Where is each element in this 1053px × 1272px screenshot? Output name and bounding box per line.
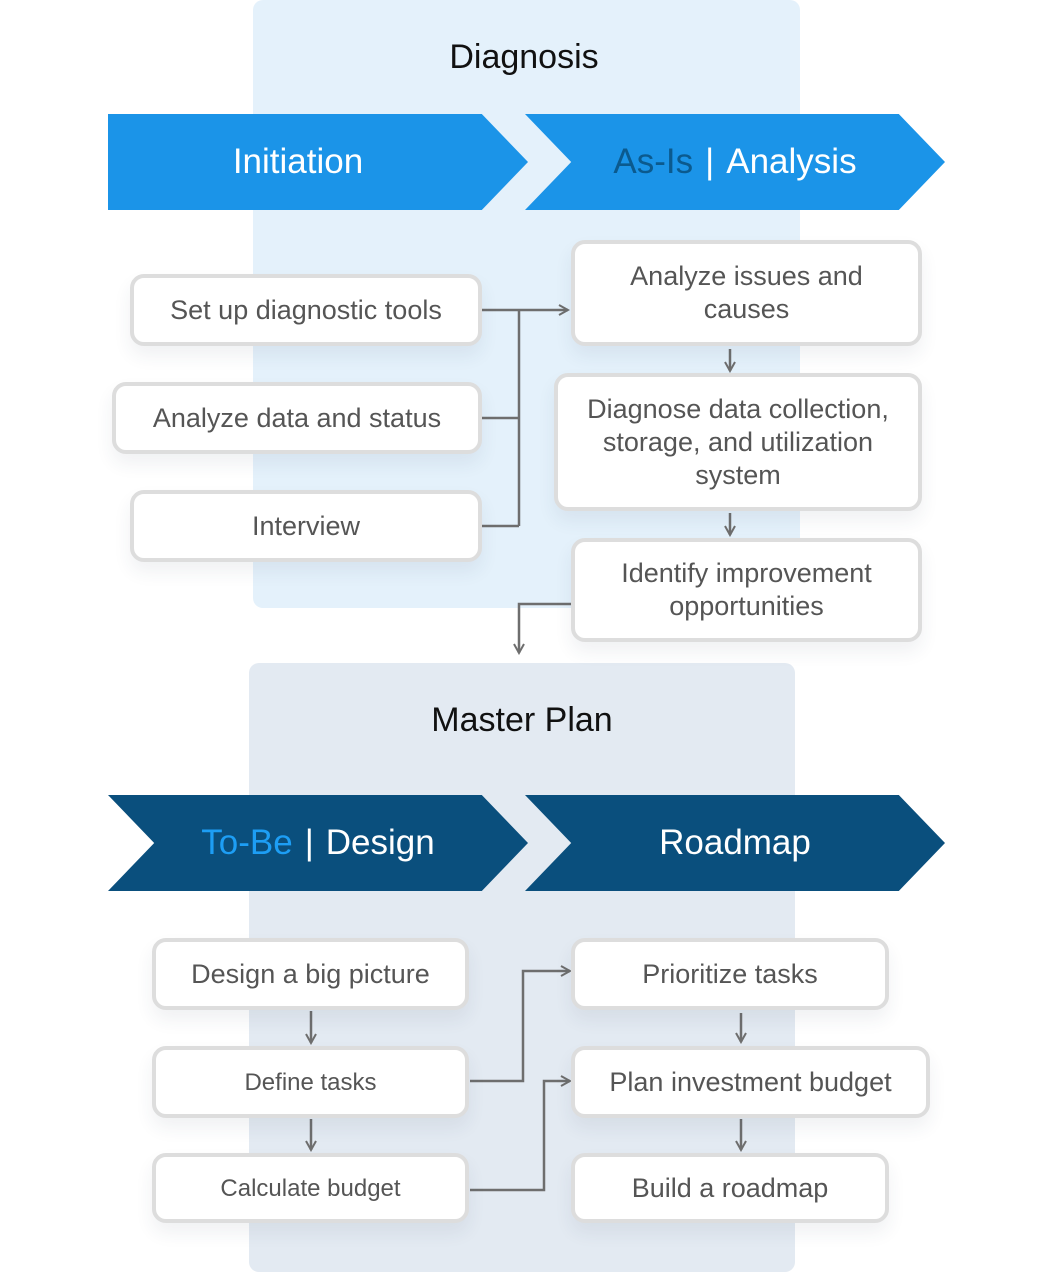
connector-to-master-plan	[519, 602, 571, 653]
step-design-big-picture: Design a big picture	[152, 938, 469, 1010]
initiation-stage-label: Initiation	[232, 142, 364, 181]
step-prioritize-tasks: Prioritize tasks	[571, 938, 889, 1010]
roadmap-stage: Roadmap	[525, 795, 945, 891]
diagnosis-title: Diagnosis	[449, 38, 599, 76]
as-is-label: As-Is	[613, 142, 694, 181]
step-set-up-diagnostic-tools: Set up diagnostic tools	[130, 274, 482, 346]
to-be-label: To-Be	[201, 823, 293, 862]
design-label: Design	[325, 823, 435, 862]
step-identify-improvement-opportunities: Identify improvement opportunities	[571, 538, 922, 642]
step-analyze-data-and-status: Analyze data and status	[112, 382, 482, 454]
stage-separator: |	[304, 823, 314, 862]
step-interview: Interview	[130, 490, 482, 562]
step-analyze-issues-and-causes: Analyze issues and causes	[571, 240, 922, 346]
as-is-analysis-stage: As-Is | Analysis	[525, 114, 945, 210]
step-calculate-budget: Calculate budget	[152, 1153, 469, 1223]
step-build-roadmap: Build a roadmap	[571, 1153, 889, 1223]
to-be-design-stage: To-Be | Design	[108, 795, 528, 891]
step-diagnose-data-system: Diagnose data collection, storage, and u…	[554, 373, 922, 511]
roadmap-stage-label: Roadmap	[659, 823, 811, 862]
step-plan-investment-budget: Plan investment budget	[571, 1046, 930, 1118]
master-plan-title: Master Plan	[431, 701, 613, 739]
initiation-stage: Initiation	[108, 114, 528, 210]
connector-define-to-prioritize	[470, 971, 570, 1083]
connector-calc-to-plan	[470, 1081, 570, 1192]
stage-separator: |	[705, 142, 715, 181]
analysis-label: Analysis	[726, 142, 857, 181]
step-define-tasks: Define tasks	[152, 1046, 469, 1118]
